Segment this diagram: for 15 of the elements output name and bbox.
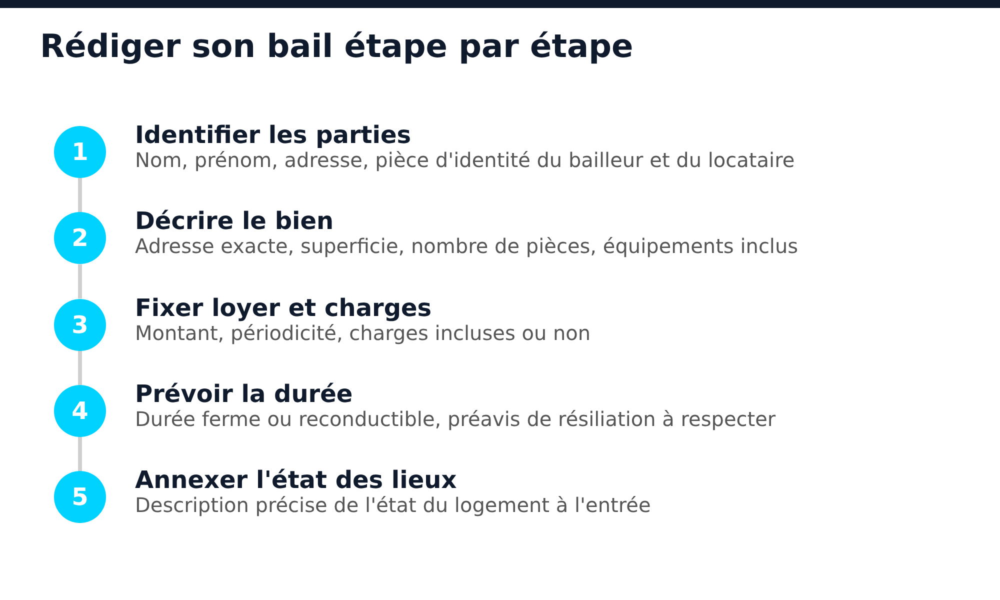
step-title: Prévoir la durée — [135, 382, 353, 406]
step-title: Décrire le bien — [135, 209, 334, 234]
connector-line — [78, 350, 82, 385]
step-title: Identifier les parties — [135, 123, 412, 147]
connector-line — [78, 264, 82, 299]
step-description: Adresse exacte, superficie, nombre de pièces, équipements inclus — [135, 236, 798, 256]
step-title: Fixer loyer et charges — [135, 296, 432, 320]
step-description: Durée ferme ou reconductible, préavis de résiliation à respecter — [135, 408, 776, 429]
connector-line — [78, 178, 82, 212]
step-description: Description précise de l'état du logement à l'entrée — [135, 495, 651, 516]
step-description: Nom, prénom, adresse, pièce d'identité du bailleur et du locataire — [135, 150, 795, 170]
title: Rédiger son bail étape par étape — [40, 30, 634, 62]
step-title: Annexer l'état des lieux — [135, 468, 457, 492]
step-description: Montant, périodicité, charges incluses ou non — [135, 322, 591, 343]
connector-line — [78, 436, 82, 472]
